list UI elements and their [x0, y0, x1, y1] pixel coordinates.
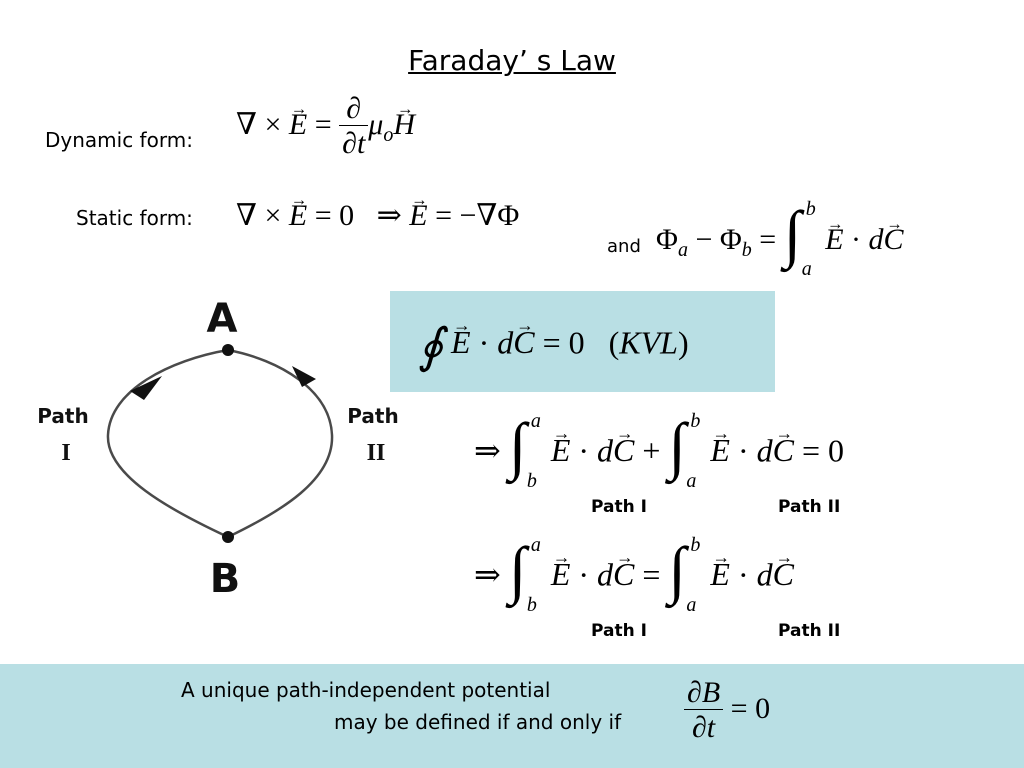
path-i-label-sum: Path I: [591, 497, 647, 517]
path-i-label-equal: Path I: [591, 621, 647, 641]
path-ii-label-sum: Path II: [778, 497, 841, 517]
point-a-label: A: [207, 296, 238, 342]
static-form-label: Static form:: [76, 206, 193, 230]
dynamic-form-equation: ∇ × E = ∂∂tμoH: [236, 92, 415, 162]
point-a-dot: [222, 344, 234, 356]
condition-equation: ∂B∂t = 0: [684, 676, 770, 746]
path-ii-word: Path: [347, 404, 398, 428]
slide-title: Faraday’ s Law: [408, 44, 616, 77]
conclusion-line-2: may be defined if and only if: [334, 710, 622, 734]
point-b-dot: [222, 531, 234, 543]
path-diagram: A B Path I Path II: [37, 296, 398, 602]
path-i-word: Path: [37, 404, 88, 428]
path-i-numeral: I: [61, 440, 70, 466]
equality-equation: ⇒ ∫ab E · dC = ∫ba E · dC: [474, 534, 794, 616]
path-ii-arrow-icon: [292, 366, 316, 387]
path-i-curve: [106, 348, 229, 539]
path-i-arrow-icon: [130, 376, 162, 400]
sum-equation: ⇒ ∫ab E · dC + ∫ba E · dC = 0: [474, 410, 844, 492]
potential-difference-equation: Φa − Φb = ∫ba E · dC: [656, 198, 904, 280]
dynamic-form-label: Dynamic form:: [45, 128, 193, 152]
kvl-equation: ∮ E · dC = 0 (KVL): [418, 318, 689, 374]
path-ii-curve: [227, 348, 334, 539]
conclusion-band: [0, 664, 1024, 768]
conclusion-line-1: A unique path-independent potential: [181, 678, 551, 702]
and-label: and: [607, 236, 641, 257]
path-ii-numeral: II: [367, 440, 386, 466]
point-b-label: B: [210, 556, 241, 602]
static-form-equation: ∇ × E = 0 ⇒ E = −∇Φ: [236, 198, 519, 233]
path-ii-label-equal: Path II: [778, 621, 841, 641]
